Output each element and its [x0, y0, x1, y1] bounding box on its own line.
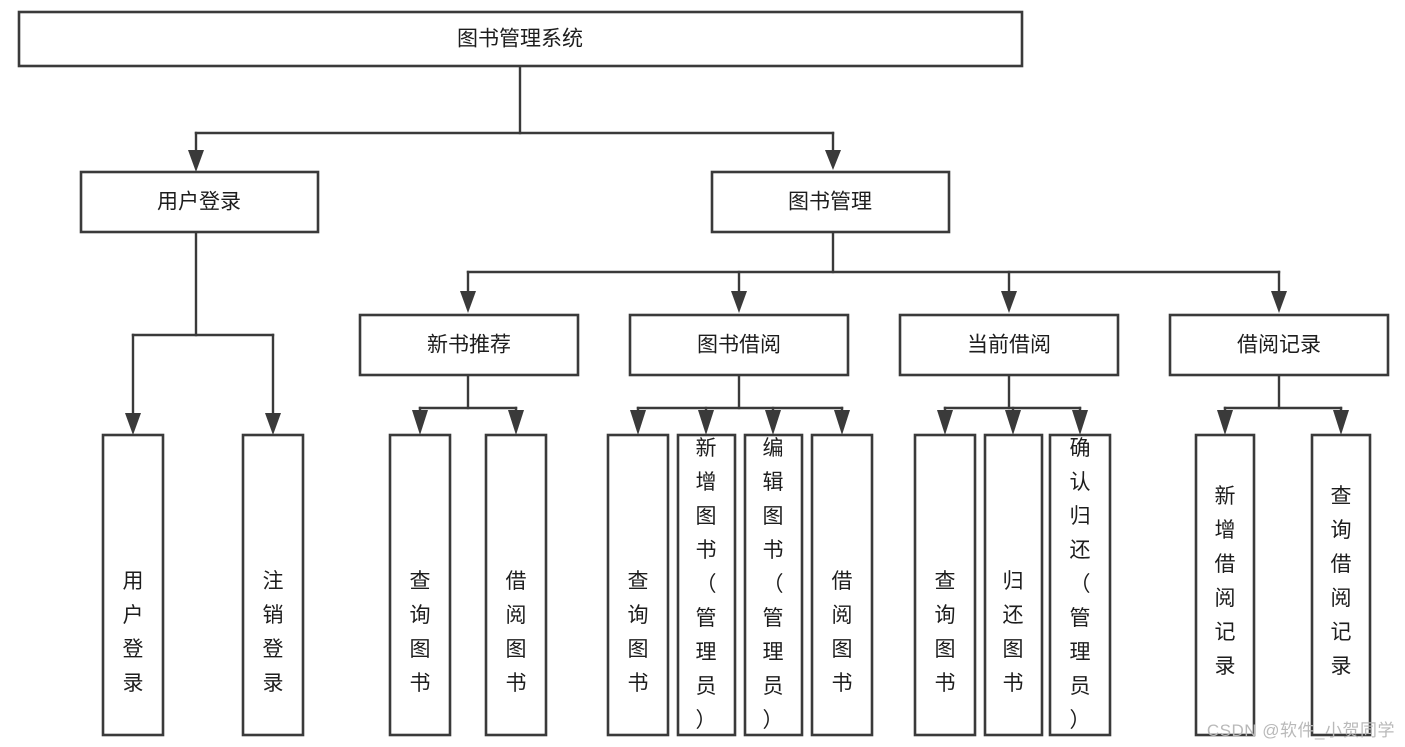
- leaf-new-book-recommend-2[interactable]: 借阅图书: [484, 433, 548, 737]
- leaf-label: 归还图书: [1003, 570, 1024, 695]
- node-book-borrow[interactable]: 图书借阅: [628, 313, 850, 377]
- leaf-box[interactable]: [1048, 433, 1112, 737]
- leaf-new-book-recommend-1[interactable]: 查询图书: [388, 433, 452, 737]
- arrow-head-bookborrow-c1: [630, 410, 646, 435]
- node-current-borrow-box[interactable]: [898, 313, 1120, 377]
- arrow-head-to-bookmgmt: [825, 150, 841, 170]
- arrow-head-borrowrecord: [1271, 291, 1287, 313]
- arrow-head-currentborrow-c2: [1005, 410, 1021, 435]
- leaf-label: 借阅图书: [832, 570, 853, 695]
- node-book-borrow-label: 图书借阅: [697, 334, 781, 357]
- leaf-box[interactable]: [676, 433, 737, 737]
- node-book-management[interactable]: 图书管理: [710, 170, 951, 234]
- leaf-box[interactable]: [388, 433, 452, 737]
- leaf-box[interactable]: [1310, 433, 1372, 737]
- node-root-label: 图书管理系统: [457, 28, 583, 51]
- leaf-current-borrow-1[interactable]: 查询图书: [913, 433, 977, 737]
- leaf-box[interactable]: [484, 433, 548, 737]
- leaf-user-login-1[interactable]: 用户登录: [101, 433, 165, 737]
- leaf-user-login-2[interactable]: 注销登录: [241, 433, 305, 737]
- leaf-label: 新增图书（管理员）: [696, 437, 717, 732]
- arrow-head-newbook: [460, 291, 476, 313]
- leaf-box[interactable]: [743, 433, 804, 737]
- arrow-head-bookborrow-c2: [698, 410, 714, 435]
- leaf-book-borrow-4[interactable]: 借阅图书: [810, 433, 874, 737]
- arrow-head-currentborrow-c3: [1072, 410, 1088, 435]
- edges-layer: [125, 64, 1349, 435]
- node-current-borrow[interactable]: 当前借阅: [898, 313, 1120, 377]
- node-new-book-recommend[interactable]: 新书推荐: [358, 313, 580, 377]
- arrow-head-login-c2: [265, 413, 281, 435]
- leaf-label: 新增借阅记录: [1215, 485, 1236, 678]
- leaf-book-borrow-1[interactable]: 查询图书: [606, 433, 670, 737]
- leaf-box[interactable]: [810, 433, 874, 737]
- node-root[interactable]: 图书管理系统: [17, 10, 1024, 68]
- leaf-box[interactable]: [606, 433, 670, 737]
- node-borrow-record[interactable]: 借阅记录: [1168, 313, 1390, 377]
- leaf-label: 确认归还（管理员）: [1070, 437, 1091, 732]
- arrow-head-bookborrow-c3: [765, 410, 781, 435]
- leaf-box[interactable]: [913, 433, 977, 737]
- arrow-head-newbook-c2: [508, 410, 524, 435]
- leaf-label: 借阅图书: [506, 570, 527, 695]
- leaf-current-borrow-2[interactable]: 归还图书: [983, 433, 1044, 737]
- node-user-login[interactable]: 用户登录: [79, 170, 320, 234]
- arrow-head-to-login: [188, 150, 204, 172]
- node-new-book-recommend-box[interactable]: [358, 313, 580, 377]
- leaf-borrow-record-2[interactable]: 查询借阅记录: [1310, 433, 1372, 737]
- node-user-login-box[interactable]: [79, 170, 320, 234]
- node-new-book-recommend-label: 新书推荐: [427, 334, 511, 357]
- leaf-borrow-record-1[interactable]: 新增借阅记录: [1194, 433, 1256, 737]
- leaf-current-borrow-3[interactable]: 确认归还（管理员）: [1048, 433, 1112, 737]
- leaf-label: 编辑图书（管理员）: [763, 437, 784, 732]
- node-book-management-box[interactable]: [710, 170, 951, 234]
- arrow-head-currentborrow: [1001, 291, 1017, 313]
- leaf-label: 注销登录: [263, 570, 284, 695]
- leaf-label: 查询图书: [410, 570, 431, 695]
- arrow-head-borrowrecord-c1: [1217, 410, 1233, 435]
- leaf-book-borrow-3[interactable]: 编辑图书（管理员）: [743, 433, 804, 737]
- leaf-box[interactable]: [241, 433, 305, 737]
- leaf-label: 用户登录: [123, 570, 144, 695]
- leaf-box[interactable]: [983, 433, 1044, 737]
- node-user-login-label: 用户登录: [157, 191, 241, 214]
- leaf-label: 查询图书: [935, 570, 956, 695]
- arrow-head-borrowrecord-c2: [1333, 410, 1349, 435]
- leaf-box[interactable]: [1194, 433, 1256, 737]
- arrow-head-bookborrow: [731, 291, 747, 313]
- node-current-borrow-label: 当前借阅: [967, 334, 1051, 357]
- node-root-box[interactable]: [17, 10, 1024, 68]
- arrow-head-bookborrow-c4: [834, 410, 850, 435]
- node-book-management-label: 图书管理: [788, 191, 872, 214]
- arrow-head-login-c1: [125, 413, 141, 435]
- arrow-head-newbook-c1: [412, 410, 428, 435]
- node-book-borrow-box[interactable]: [628, 313, 850, 377]
- leaf-label: 查询借阅记录: [1331, 485, 1352, 678]
- arrow-head-currentborrow-c1: [937, 410, 953, 435]
- node-borrow-record-box[interactable]: [1168, 313, 1390, 377]
- node-borrow-record-label: 借阅记录: [1237, 334, 1321, 357]
- leaf-book-borrow-2[interactable]: 新增图书（管理员）: [676, 433, 737, 737]
- leaf-label: 查询图书: [628, 570, 649, 695]
- leaf-box[interactable]: [101, 433, 165, 737]
